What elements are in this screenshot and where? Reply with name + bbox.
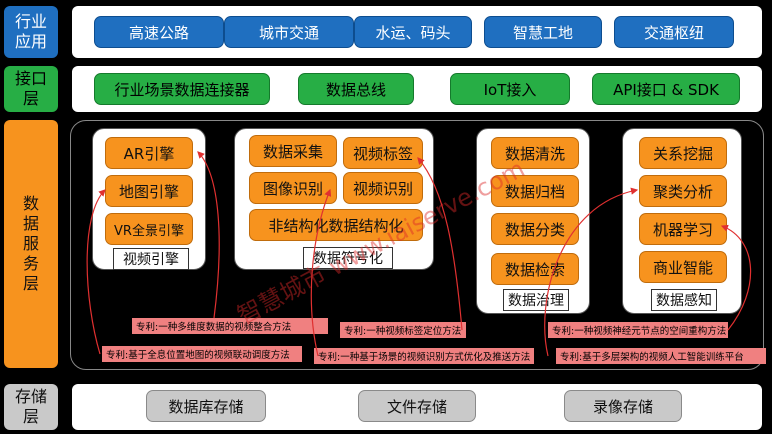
layer-label-application: 行业 应用 bbox=[4, 6, 58, 58]
group-symbolization: 数据采集 视频标签 图像识别 视频识别 非结构化数据结构化 数据符号化 bbox=[234, 128, 434, 270]
interface-item-iot: IoT接入 bbox=[450, 73, 570, 105]
arrow-patent-4 bbox=[310, 188, 332, 357]
item-image-recognition: 图像识别 bbox=[249, 172, 337, 204]
item-video-recognition: 视频识别 bbox=[343, 172, 423, 204]
item-relation-mining: 关系挖掘 bbox=[639, 137, 727, 169]
application-panel: 高速公路 城市交通 水运、码头 智慧工地 交通枢纽 bbox=[72, 6, 762, 58]
patent-label-3: 专利:一种视频标签定位方法 bbox=[340, 322, 466, 338]
app-item-waterway: 水运、码头 bbox=[354, 16, 472, 48]
patent-label-1: 专利:一种多维度数据的视频整合方法 bbox=[132, 318, 328, 334]
patent-label-4: 专利:一种基于场景的视频识别方式优化及推送方法 bbox=[314, 348, 534, 364]
item-data-collect: 数据采集 bbox=[249, 135, 337, 167]
interface-item-databus: 数据总线 bbox=[298, 73, 414, 105]
arrow-patent-1 bbox=[197, 151, 220, 319]
group-governance: 数据清洗 数据归档 数据分类 数据检索 数据治理 bbox=[476, 128, 590, 314]
group-perception: 关系挖掘 聚类分析 机器学习 商业智能 数据感知 bbox=[622, 128, 742, 314]
group-video-engine: AR引擎 地图引擎 VR全景引擎 视频引擎 bbox=[92, 128, 206, 270]
patent-label-6: 专利:基于多层架构的视频人工智能训练平台 bbox=[556, 348, 766, 364]
storage-item-file: 文件存储 bbox=[358, 390, 476, 422]
patent-label-2: 专利:基于全息位置地图的视频联动调度方法 bbox=[102, 346, 302, 362]
item-unstructured: 非结构化数据结构化 bbox=[249, 209, 423, 241]
group-title-symbolization: 数据符号化 bbox=[303, 247, 393, 269]
item-map-engine: 地图引擎 bbox=[105, 175, 193, 207]
app-item-construction: 智慧工地 bbox=[484, 16, 602, 48]
layer-label-storage: 存储 层 bbox=[4, 384, 58, 430]
item-machine-learning: 机器学习 bbox=[639, 213, 727, 245]
interface-item-connector: 行业场景数据连接器 bbox=[94, 73, 270, 105]
item-vr-engine: VR全景引擎 bbox=[105, 213, 193, 245]
group-title-perception: 数据感知 bbox=[651, 289, 717, 311]
item-data-cleaning: 数据清洗 bbox=[491, 137, 579, 169]
app-item-city-traffic: 城市交通 bbox=[224, 16, 354, 48]
arrow-patent-3 bbox=[417, 157, 463, 331]
storage-item-video: 录像存储 bbox=[564, 390, 682, 422]
item-video-tag: 视频标签 bbox=[343, 137, 423, 169]
item-data-archive: 数据归档 bbox=[491, 175, 579, 207]
app-item-hub: 交通枢纽 bbox=[614, 16, 734, 48]
item-clustering: 聚类分析 bbox=[639, 175, 727, 207]
storage-item-database: 数据库存储 bbox=[146, 390, 266, 422]
interface-panel: 行业场景数据连接器 数据总线 IoT接入 API接口 & SDK bbox=[72, 66, 762, 112]
group-title-governance: 数据治理 bbox=[503, 289, 569, 311]
interface-item-api: API接口 & SDK bbox=[592, 73, 740, 105]
item-data-search: 数据检索 bbox=[491, 253, 579, 285]
layer-label-interface: 接口 层 bbox=[4, 66, 58, 112]
storage-panel: 数据库存储 文件存储 录像存储 bbox=[72, 384, 762, 430]
layer-label-data-service: 数 据 服 务 层 bbox=[4, 120, 58, 368]
arrow-patent-5 bbox=[720, 224, 752, 331]
patent-label-5: 专利:一种视频神经元节点的空间重构方法 bbox=[548, 322, 728, 338]
item-data-classify: 数据分类 bbox=[491, 213, 579, 245]
app-item-highway: 高速公路 bbox=[94, 16, 224, 48]
arrow-patent-2 bbox=[86, 189, 106, 355]
item-ar-engine: AR引擎 bbox=[105, 137, 193, 169]
arrow-patent-6 bbox=[544, 187, 639, 357]
group-title-video-engine: 视频引擎 bbox=[113, 248, 189, 270]
item-business-intelligence: 商业智能 bbox=[639, 251, 727, 283]
